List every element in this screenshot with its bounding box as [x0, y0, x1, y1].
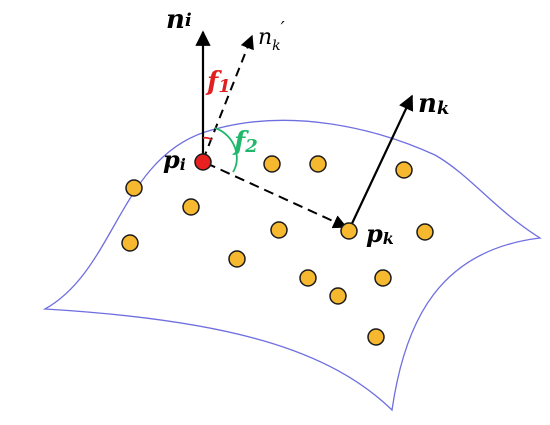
label-n-i: ni	[166, 5, 192, 35]
point-p-k	[340, 222, 358, 240]
normal-n-k-arrow	[347, 94, 414, 233]
label-f2: f2	[232, 127, 258, 157]
surface-point	[121, 234, 139, 252]
surface-point	[374, 269, 392, 287]
label-p-k: pk	[366, 219, 394, 248]
label-f1: f1	[205, 67, 231, 97]
surface-patch	[42, 119, 542, 412]
angle-f2-arc	[214, 127, 238, 173]
surface-point	[329, 287, 347, 305]
surface-point	[367, 328, 385, 346]
surface-point	[309, 155, 327, 173]
surface-point	[228, 250, 246, 268]
label-n-k-prime: nk′	[258, 18, 285, 54]
surface-point	[270, 221, 288, 239]
surface-point	[299, 269, 317, 287]
surface-point	[416, 223, 434, 241]
surface-point	[125, 179, 143, 197]
surface-point	[263, 155, 281, 173]
label-p-i: pi	[163, 145, 186, 174]
surface-point	[182, 198, 200, 216]
angle-f1-arc	[202, 136, 213, 141]
surface-point	[395, 161, 413, 179]
label-n-k: nk	[418, 89, 449, 119]
point-p-i	[194, 153, 212, 171]
point-cloud	[121, 155, 434, 346]
vector-pi-pk-arrow	[205, 162, 348, 229]
